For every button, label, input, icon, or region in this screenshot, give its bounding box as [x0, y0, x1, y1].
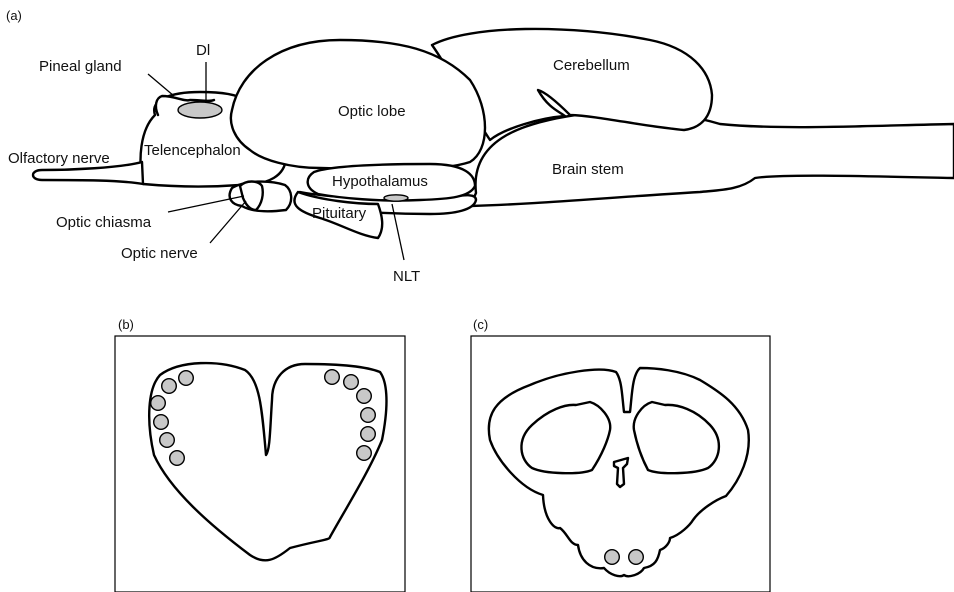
nucleus-circle [629, 550, 644, 565]
nlt-label: NLT [393, 268, 420, 285]
nlt-nucleus [384, 195, 408, 201]
nucleus-circle [361, 408, 376, 423]
olfactory-nerve-label: Olfactory nerve [8, 150, 110, 167]
optic-nerve-label: Optic nerve [121, 245, 198, 262]
dl-label: Dl [196, 42, 210, 59]
panel-b-tag: (b) [118, 317, 134, 332]
nucleus-circle [344, 375, 359, 390]
nucleus-circle [151, 396, 166, 411]
brain-stem-shape [470, 111, 954, 206]
nucleus-circle [357, 446, 372, 461]
optic-chiasma-label: Optic chiasma [56, 214, 152, 231]
cerebellum-label: Cerebellum [553, 57, 630, 74]
optic-lobe-label: Optic lobe [338, 103, 406, 120]
nucleus-circle [154, 415, 169, 430]
dl-nucleus [178, 102, 222, 118]
optic-chiasma-leader [168, 196, 244, 212]
panel-c: (c) [471, 317, 770, 592]
panel-a-tag: (a) [6, 8, 22, 23]
pineal-leader [148, 74, 174, 96]
nucleus-circle [605, 550, 620, 565]
optic-nerve-leader [210, 201, 246, 243]
panel-c-tag: (c) [473, 317, 488, 332]
nucleus-circle [170, 451, 185, 466]
panel-b: (b) [115, 317, 405, 592]
nucleus-circle [357, 389, 372, 404]
panel-a: (a) Dl Pineal glan [6, 8, 954, 285]
brain-stem-label: Brain stem [552, 161, 624, 178]
nucleus-circle [162, 379, 177, 394]
pituitary-label: Pituitary [312, 205, 367, 222]
hypothalamus-label: Hypothalamus [332, 173, 428, 190]
nucleus-circle [179, 371, 194, 386]
pineal-gland-label: Pineal gland [39, 58, 122, 75]
nucleus-circle [160, 433, 175, 448]
telencephalon-label: Telencephalon [144, 142, 241, 159]
nucleus-circle [325, 370, 340, 385]
nucleus-circle [361, 427, 376, 442]
